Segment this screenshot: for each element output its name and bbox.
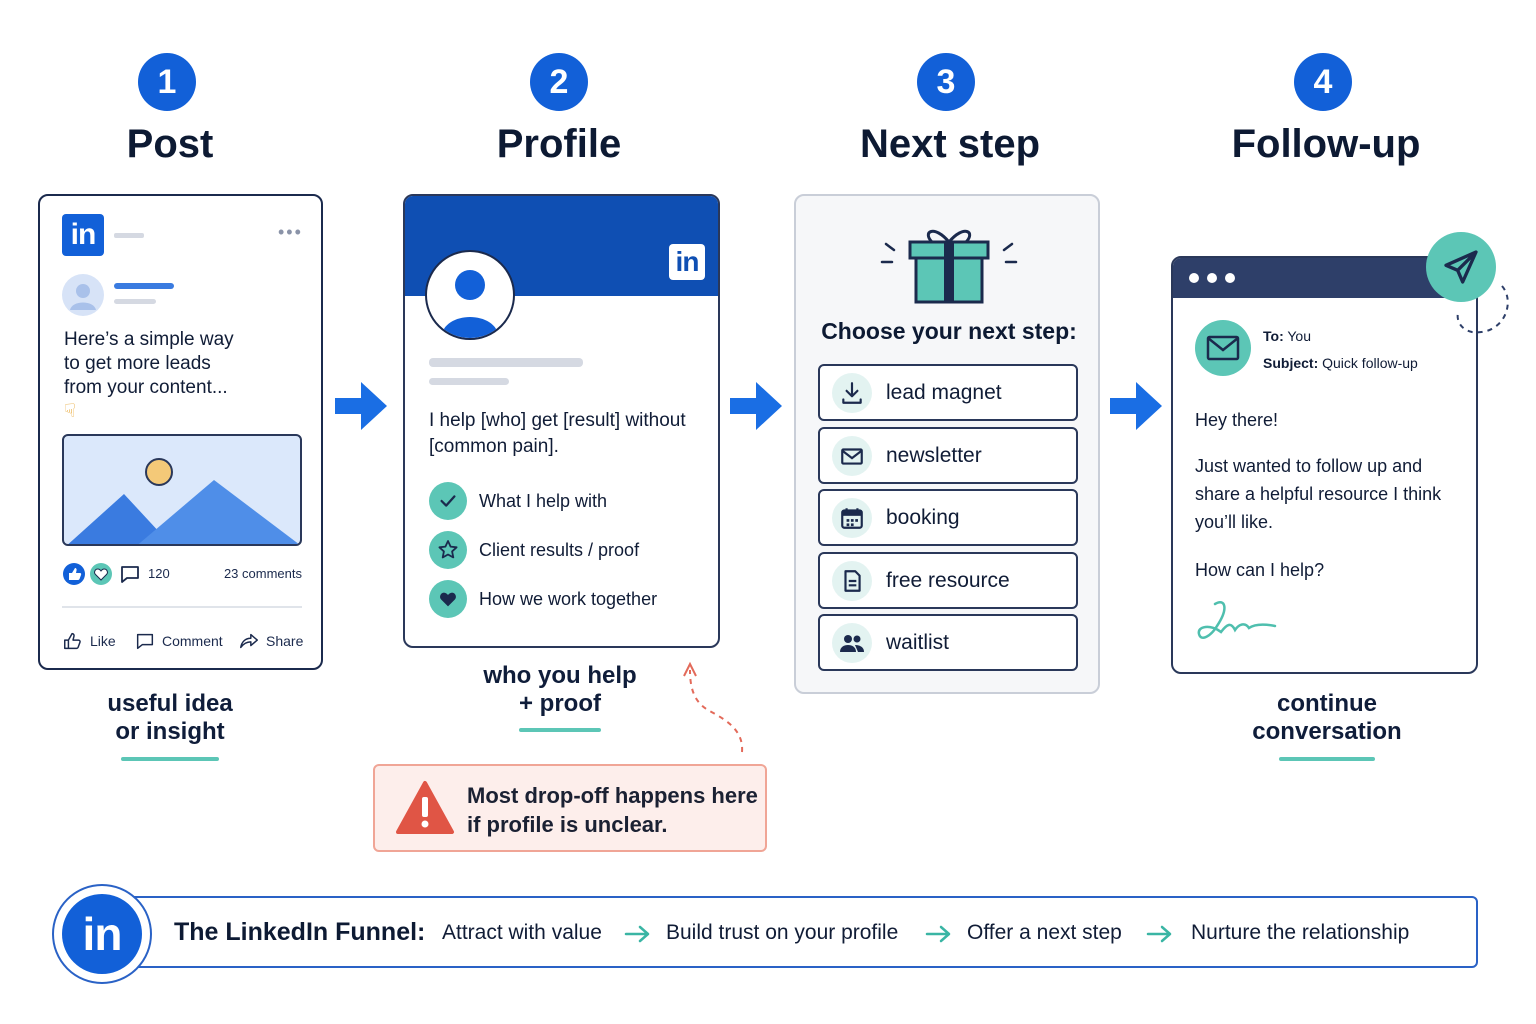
footer-stage-nurture: Nurture the relationship bbox=[1191, 921, 1410, 944]
window-titlebar bbox=[1173, 258, 1476, 298]
reaction-row: 120 23 comments bbox=[62, 562, 302, 586]
download-icon bbox=[842, 381, 862, 404]
profile-caption-underline bbox=[519, 728, 601, 732]
footer-title: The LinkedIn Funnel: bbox=[174, 918, 426, 946]
divider bbox=[62, 606, 302, 608]
heart-reaction-icon bbox=[90, 563, 112, 585]
like-icon bbox=[64, 632, 81, 650]
footer-stage-trust: Build trust on your profile bbox=[666, 921, 899, 944]
profile-item-proof: Client results / proof bbox=[429, 531, 639, 569]
name-line bbox=[114, 283, 174, 289]
followup-email-card: To: You Subject: Quick follow-up Hey the… bbox=[1171, 256, 1478, 674]
footer-stage-offer: Offer a next step bbox=[967, 921, 1122, 944]
comment-bubble-icon[interactable] bbox=[118, 562, 142, 586]
option-newsletter[interactable]: newsletter bbox=[818, 427, 1078, 484]
profile-card: in I help [who] get [result] without [co… bbox=[403, 194, 720, 648]
window-dot-icon bbox=[1225, 273, 1235, 283]
flow-arrow-icon bbox=[730, 382, 782, 430]
post-caption-underline bbox=[121, 757, 219, 761]
email-greeting: Hey there! bbox=[1195, 410, 1279, 430]
star-icon bbox=[438, 540, 458, 559]
linkedin-logo-icon: in bbox=[669, 244, 705, 280]
user-silhouette-icon bbox=[441, 270, 499, 338]
step-1-number: 1 bbox=[138, 53, 196, 111]
step-3-title: Next step bbox=[859, 122, 1041, 166]
placeholder-line bbox=[114, 233, 144, 238]
right-arrow-icon bbox=[624, 925, 650, 943]
calendar-icon bbox=[841, 507, 863, 529]
right-arrow-icon bbox=[925, 925, 951, 943]
comments-count[interactable]: 23 comments bbox=[223, 566, 302, 581]
next-step-card: Choose your next step: lead magnet newsl… bbox=[794, 194, 1100, 694]
title-line bbox=[114, 299, 156, 304]
avatar bbox=[62, 274, 104, 316]
window-dot-icon bbox=[1189, 273, 1199, 283]
email-body: Just wanted to follow up and share a hel… bbox=[1195, 456, 1442, 532]
landscape-image-icon bbox=[68, 458, 299, 544]
window-dot-icon bbox=[1207, 273, 1217, 283]
gift-icon bbox=[880, 229, 1018, 304]
comment-button[interactable]: Comment bbox=[134, 630, 223, 652]
profile-item-help: What I help with bbox=[429, 482, 607, 520]
paper-plane-icon bbox=[1444, 250, 1478, 284]
step-4-title: Follow-up bbox=[1231, 122, 1421, 166]
step-1-title: Post bbox=[126, 122, 214, 166]
thumbs-up-reaction-icon bbox=[63, 563, 85, 585]
name-placeholder bbox=[429, 358, 583, 367]
email-avatar bbox=[1195, 320, 1251, 376]
group-people-icon bbox=[840, 634, 864, 652]
linkedin-logo-icon: in bbox=[62, 214, 104, 256]
option-lead-magnet[interactable]: lead magnet bbox=[818, 364, 1078, 421]
option-waitlist[interactable]: waitlist bbox=[818, 614, 1078, 671]
envelope-icon bbox=[1206, 335, 1240, 361]
option-booking[interactable]: booking bbox=[818, 489, 1078, 546]
post-card: in ••• Here’s a simple way to get more l… bbox=[38, 194, 323, 670]
send-badge bbox=[1426, 232, 1496, 302]
share-button[interactable]: Share bbox=[238, 630, 303, 652]
footer-stage-attract: Attract with value bbox=[442, 921, 602, 944]
flow-arrow-icon bbox=[1110, 382, 1162, 430]
footer-logo-badge: in bbox=[52, 884, 152, 984]
email-closing: How can I help? bbox=[1195, 560, 1325, 580]
next-step-title: Choose your next step: bbox=[821, 318, 1077, 344]
reaction-count: 120 bbox=[148, 566, 170, 581]
warning-triangle-icon bbox=[396, 781, 454, 834]
profile-item-together: How we work together bbox=[429, 580, 657, 618]
step-2-number: 2 bbox=[530, 53, 588, 111]
document-icon bbox=[844, 569, 861, 592]
step-4-number: 4 bbox=[1294, 53, 1352, 111]
post-image bbox=[62, 434, 302, 546]
profile-caption: who you help+ proof bbox=[483, 662, 637, 717]
email-to: To: You bbox=[1263, 328, 1311, 344]
profile-headline: I help [who] get [result] without [commo… bbox=[429, 410, 686, 457]
post-text: Here’s a simple way to get more leads fr… bbox=[64, 329, 234, 422]
comment-icon bbox=[136, 633, 154, 650]
more-options-icon[interactable]: ••• bbox=[278, 222, 303, 242]
title-placeholder bbox=[429, 378, 509, 385]
like-button[interactable]: Like bbox=[62, 630, 116, 652]
dashed-orbit-icon bbox=[1456, 285, 1509, 334]
pointing-down-icon: ☟ bbox=[64, 401, 76, 422]
option-free-resource[interactable]: free resource bbox=[818, 552, 1078, 609]
envelope-icon bbox=[841, 447, 863, 465]
step-3-number: 3 bbox=[917, 53, 975, 111]
heart-icon bbox=[440, 592, 456, 607]
dashed-pointer-arrow-icon bbox=[683, 661, 744, 753]
share-icon bbox=[240, 633, 258, 649]
profile-avatar bbox=[425, 250, 515, 340]
user-silhouette-icon bbox=[70, 284, 96, 310]
linkedin-logo-icon: in bbox=[62, 894, 142, 974]
signature-icon bbox=[1197, 601, 1277, 639]
checkmark-icon bbox=[440, 495, 456, 507]
flow-arrow-icon bbox=[335, 382, 387, 430]
followup-caption-underline bbox=[1279, 757, 1375, 761]
email-subject: Subject: Quick follow-up bbox=[1263, 355, 1418, 371]
funnel-summary-bar bbox=[120, 896, 1478, 968]
right-arrow-icon bbox=[1146, 925, 1172, 943]
step-2-title: Profile bbox=[496, 122, 622, 166]
